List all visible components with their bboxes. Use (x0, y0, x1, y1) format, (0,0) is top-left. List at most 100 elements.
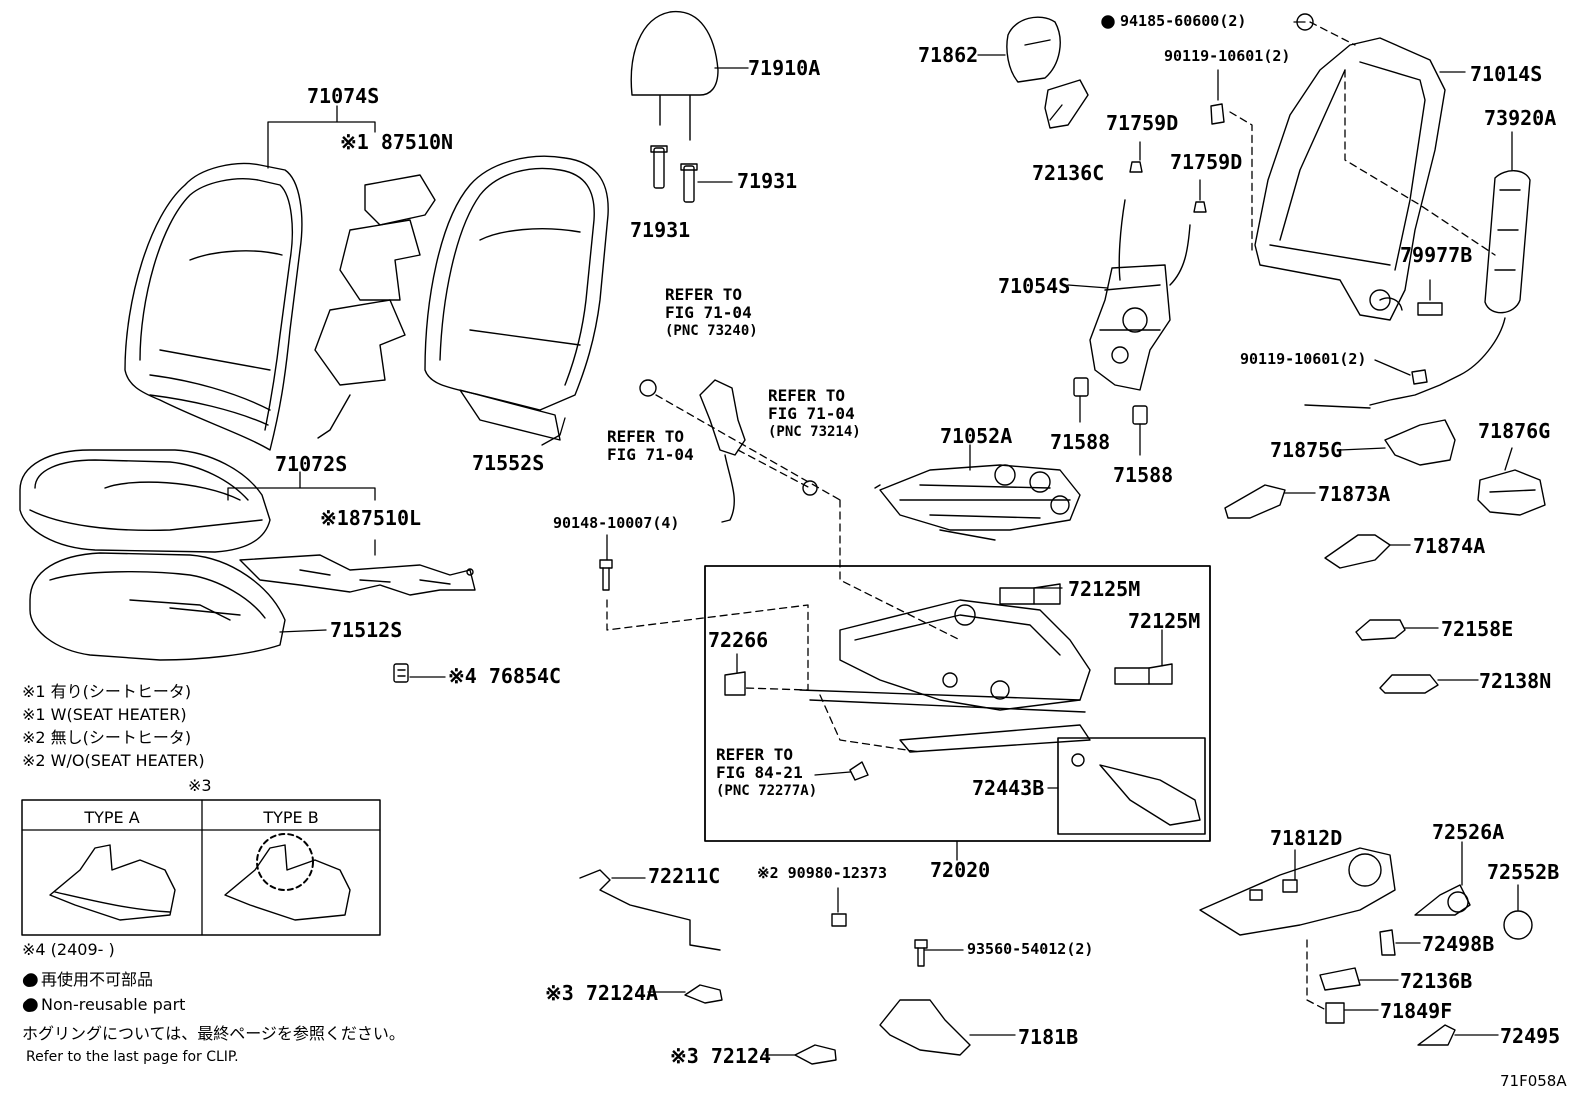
type-a-header: TYPE A (84, 808, 140, 827)
part-label-71552S: 71552S (472, 451, 545, 475)
figure-code: 71F058A (1500, 1072, 1567, 1090)
bolt-90148-drawing (599, 559, 613, 591)
part-label-87510N: ※1 87510N (340, 130, 454, 154)
part-label-71014S: 71014S (1470, 62, 1543, 86)
type-table (21, 799, 381, 936)
note-clip-jp: ホグリングについては、最終ページを参照ください。 (22, 1024, 405, 1043)
cap-72552B-drawing (1503, 910, 1533, 940)
clip-72124-drawing (794, 1044, 837, 1065)
refer-line: (PNC 72277A) (716, 782, 818, 799)
part-label-71759D: 71759D (1170, 150, 1243, 174)
side-shield-71812D-drawing (1199, 847, 1396, 936)
part-label-71074S: 71074S (307, 84, 380, 108)
cover-72136B-drawing (1319, 967, 1361, 991)
part-label-72125M: 72125M (1068, 577, 1141, 601)
cover-72136C-drawing (1044, 79, 1089, 129)
type-b-header: TYPE B (263, 808, 319, 827)
part-label-71931: 71931 (630, 218, 691, 242)
part-label-72158E: 72158E (1441, 617, 1514, 641)
part-label-71588: 71588 (1113, 463, 1174, 487)
part-label-71588: 71588 (1050, 430, 1111, 454)
switch-73920A-drawing (1304, 170, 1531, 409)
part-label-93560-54012: 93560-54012(2) (967, 940, 1094, 958)
part-label-71849F: 71849F (1380, 999, 1453, 1023)
cover-72495-drawing (1417, 1024, 1456, 1046)
part-label-71759D: 71759D (1106, 111, 1179, 135)
part-label-71910A: 71910A (748, 56, 821, 80)
part-label-72124: ※3 72124 (670, 1044, 772, 1068)
note-heater-jp: ※1 有り(シートヒータ) (22, 682, 192, 701)
part-label-72495: 72495 (1500, 1024, 1561, 1048)
part-label-71873A: 71873A (1318, 482, 1391, 506)
refer-line: REFER TO (665, 285, 743, 304)
part-label-87510L: ※187510L (320, 506, 422, 530)
seatback-cover-drawing (124, 162, 303, 451)
part-label-72526A: 72526A (1432, 820, 1505, 844)
part-label-72552B: 72552B (1487, 860, 1560, 884)
refer-line: FIG 71-04 (607, 445, 694, 465)
bracket-72443B-drawing (1071, 753, 1201, 826)
bracket-71876G-drawing (1477, 469, 1546, 516)
bolt-drawing (1210, 13, 1428, 385)
spring-assy-71052A-drawing (874, 464, 1081, 541)
refer-line: REFER TO (716, 745, 794, 764)
part-label-90119-10601: 90119-10601(2) (1164, 47, 1291, 65)
part-label-72138N: 72138N (1479, 669, 1552, 693)
refer-callout-72277A: REFER TO FIG 84-21 (PNC 72277A) (716, 745, 818, 799)
refer-line: FIG 84-21 (716, 763, 803, 783)
part-label-94185-60600: 94185-60600(2) (1120, 12, 1247, 30)
motor-72125M-drawing (999, 583, 1173, 685)
part-label-71862: 71862 (918, 43, 979, 67)
part-label-76854C: ※4 76854C (448, 664, 562, 688)
dashed-lines (606, 21, 1496, 1011)
cover-72158E-drawing (1355, 619, 1406, 641)
note-heater-en: ※1 W(SEAT HEATER) (22, 705, 187, 724)
leader-lines (227, 21, 1519, 1056)
note-no-heater-jp: ※2 無し(シートヒータ) (22, 728, 192, 747)
wire-72211C-drawing (579, 869, 721, 951)
part-label-73920A: 73920A (1484, 106, 1557, 130)
part-label-72266: 72266 (708, 628, 769, 652)
cover-71873A-drawing (1224, 484, 1286, 519)
part-label-71512S: 71512S (330, 618, 403, 642)
bullet-94185 (1101, 15, 1115, 29)
ref-bracket-drawing (849, 761, 869, 781)
part-label-72136C: 72136C (1032, 161, 1105, 185)
part-label-90980-12373: ※2 90980-12373 (757, 864, 887, 882)
refer-line: FIG 71-04 (768, 404, 855, 424)
clip-76854C-drawing (393, 663, 409, 683)
refer-line: REFER TO (607, 427, 685, 446)
refer-callout-73240: REFER TO FIG 71-04 (PNC 73240) (665, 285, 758, 339)
part-label-90119-10601: 90119-10601(2) (1240, 350, 1367, 368)
clip-71759D-drawing (1129, 161, 1207, 213)
note-no-heater-en: ※2 W/O(SEAT HEATER) (22, 751, 205, 770)
bracket-7181B-drawing (879, 939, 971, 1056)
label-79977B-drawing (1417, 302, 1443, 316)
type-table-mark: ※3 (188, 776, 212, 795)
part-label-71052A: 71052A (940, 424, 1013, 448)
refer-line: FIG 71-04 (665, 303, 752, 323)
cushion-heater-drawing (239, 554, 476, 596)
part-label-72125M: 72125M (1128, 609, 1201, 633)
part-label-71054S: 71054S (998, 274, 1071, 298)
part-label-72136B: 72136B (1400, 969, 1473, 993)
seatback-pad-drawing (424, 155, 609, 441)
headrest-guide-drawing (650, 145, 698, 203)
cushion-cover-drawing (19, 449, 271, 553)
sub-box-72443B (1057, 737, 1206, 835)
seatback-frame-drawing (1254, 37, 1446, 321)
part-label-72020: 72020 (930, 858, 991, 882)
part-label-72498B: 72498B (1422, 932, 1495, 956)
note-non-reusable-en: ● Non-reusable part (22, 995, 186, 1014)
belt-buckle-drawing (639, 379, 818, 523)
refer-line: (PNC 73214) (768, 423, 861, 440)
clip-71588-drawing (1073, 377, 1148, 425)
part-label-72443B: 72443B (972, 776, 1045, 800)
part-label-71931: 71931 (737, 169, 798, 193)
clip-72266-drawing (724, 671, 746, 696)
refer-callout-73214: REFER TO FIG 71-04 (PNC 73214) (768, 386, 861, 440)
seat-adjuster-drawing (799, 599, 1091, 753)
knob-72526A-drawing (1414, 884, 1471, 916)
part-label-72211C: 72211C (648, 864, 721, 888)
